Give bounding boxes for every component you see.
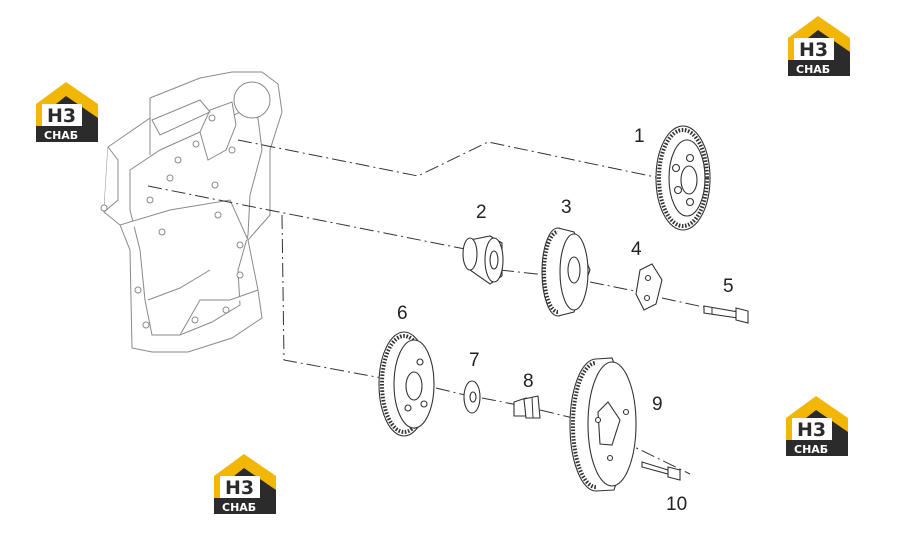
logo-watermark-top-left: H3 СНАБ: [36, 82, 98, 142]
logo-caption-text: СНАБ: [44, 129, 78, 142]
part-label-9: 9: [652, 394, 663, 415]
logo-mark-text: H3: [797, 419, 826, 441]
logo-caption-text: СНАБ: [796, 63, 830, 76]
part-label-8: 8: [523, 371, 534, 392]
part-label-6: 6: [397, 303, 408, 324]
part-label-10: 10: [666, 494, 687, 515]
plate-4: [635, 263, 663, 311]
logo-watermark-bottom-left: H3 СНАБ: [214, 454, 276, 514]
gear-1: [655, 125, 711, 231]
logo-watermark-right: H3 СНАБ: [786, 396, 848, 456]
bolt-5: [703, 305, 749, 324]
logo-watermark-top-right: H3 СНАБ: [788, 16, 850, 76]
logo-mark-text: H3: [225, 477, 254, 499]
part-label-5: 5: [723, 276, 734, 297]
logo-mark-text: H3: [799, 39, 828, 61]
part-label-7: 7: [469, 350, 480, 371]
part-label-3: 3: [561, 197, 572, 218]
part-label-2: 2: [476, 202, 487, 223]
gear-3: [541, 227, 591, 317]
logo-mark-text: H3: [47, 105, 76, 127]
washer-7: [463, 380, 481, 414]
logo-caption-text: СНАБ: [222, 501, 256, 514]
bolt-10: [641, 461, 681, 481]
part-label-4: 4: [631, 239, 642, 260]
part-label-1: 1: [634, 126, 645, 147]
fitting-8: [513, 395, 541, 419]
logo-caption-text: СНАБ: [794, 443, 828, 456]
part-labels: 1 2 3 4 5 6 7 8 9 10: [397, 126, 734, 515]
timing-housing: [100, 71, 283, 353]
gear-9: [569, 357, 637, 492]
bushing-2: [462, 235, 504, 285]
gear-6: [378, 331, 435, 437]
